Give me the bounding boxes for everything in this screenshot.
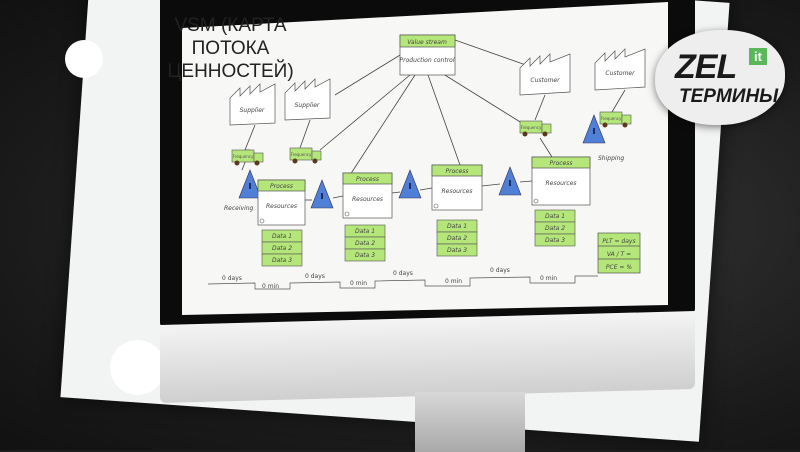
truck-label: Frequency [291,152,312,157]
data-cell: Data 3 [272,257,292,264]
gear-icon [433,203,439,209]
process-header: Process [446,168,469,175]
process-data: Data 1 Data 2 Data 3 [261,229,303,267]
control-header: Value stream [407,39,447,46]
process-data: Data 1 Data 2 Data 3 [534,209,576,247]
data-cell: Data 3 [545,237,565,244]
gear-icon [533,198,539,204]
shipping-label: Shipping [598,155,624,162]
truck-label: Frequency [233,154,254,159]
inventory-mark: I [249,182,252,191]
truck-icon: Frequency [519,120,552,137]
monitor-stand [415,392,525,452]
supplier-1: Supplier [229,83,276,126]
inventory-triangle-icon: I [582,114,606,144]
data-cell: Data 3 [447,247,467,254]
logo: ZEL it ТЕРМИНЫ [655,30,785,125]
data-cell: Data 2 [272,245,292,252]
control-box: Value stream Production control [400,34,456,76]
timeline-min: 0 min [262,283,279,290]
process-body: Resources [441,188,472,195]
decor-circle [65,40,103,78]
decor-circle [110,340,165,395]
timeline-days: 0 days [490,267,510,274]
supplier-label: Supplier [295,102,320,109]
data-cell: Data 3 [355,252,375,259]
data-cell: Data 1 [545,213,565,220]
inventory-triangle-icon: I [398,169,422,199]
customer-label: Customer [530,77,560,84]
receiving-label: Receiving [224,205,254,212]
customer-1: Customer [519,53,571,96]
gear-icon [344,211,350,217]
data-cell: Data 1 [272,233,292,240]
gear-icon [259,218,265,224]
truck-icon: Frequency [289,147,322,164]
inventory-mark: I [593,127,596,136]
data-cell: Data 2 [545,225,565,232]
timeline-min: 0 min [350,280,367,287]
process-header: Process [270,183,293,190]
connectors [241,39,626,201]
data-cell: Data 1 [355,228,375,235]
logo-brand: ZEL [675,48,737,86]
truck-label: Frequency [521,125,542,130]
metric-pce: PCE = % [606,264,632,271]
supplier-2: Supplier [284,78,331,121]
inventory-triangles: I I I I I [238,114,606,209]
process-data: Data 1 Data 2 Data 3 [344,224,386,262]
title-line-1: VSM (КАРТА [174,15,287,36]
process-body: Resources [266,203,297,210]
supplier-label: Supplier [240,107,265,114]
inventory-mark: I [409,182,412,191]
process-body: Resources [545,180,576,187]
timeline-days: 0 days [305,273,325,280]
data-cell: Data 2 [355,240,375,247]
truck-icon: Frequency [231,149,264,166]
data-cell: Data 2 [447,235,467,242]
truck-label: Frequency [601,116,622,121]
inventory-triangle-icon: I [498,166,522,196]
control-body: Production control [400,57,455,64]
timeline-days: 0 days [222,275,242,282]
timeline-min: 0 min [445,278,462,285]
metrics-box: PLT = days VA / T = PCE = % [597,232,641,274]
inventory-triangle-icon: I [238,169,262,199]
inventory-triangle-icon: I [310,179,334,209]
page-title: VSM (КАРТА ПОТОКА ЦЕННОСТЕЙ) [128,14,333,83]
process-header: Process [356,176,379,183]
metric-va: VA / T = [607,251,631,258]
timeline [207,275,598,290]
inventory-mark: I [321,192,324,201]
logo-subtitle: ТЕРМИНЫ [679,86,779,107]
logo-badge: it [749,48,767,65]
customer-2: Customer [594,48,646,91]
process-data: Data 1 Data 2 Data 3 [436,219,478,257]
metric-plt: PLT = days [602,238,635,245]
timeline-days: 0 days [393,270,413,277]
title-line-2: ПОТОКА ЦЕННОСТЕЙ) [167,38,294,82]
truck-icon: Frequency [599,111,632,128]
process-header: Process [550,160,573,167]
inventory-mark: I [509,179,512,188]
timeline-min: 0 min [540,275,557,282]
customer-label: Customer [605,70,635,77]
data-cell: Data 1 [447,223,467,230]
process-body: Resources [352,196,383,203]
